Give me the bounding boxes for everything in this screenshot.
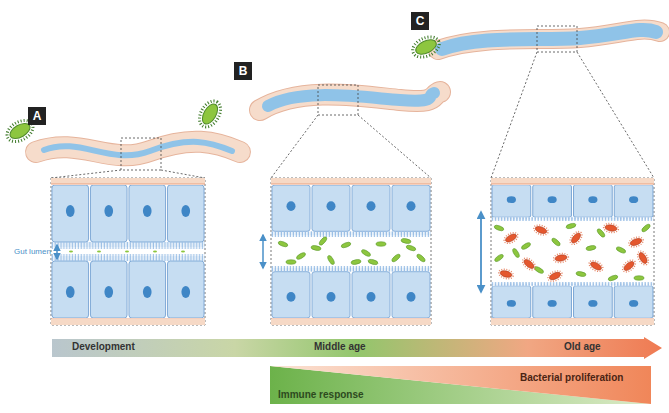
gut-inset-a xyxy=(51,178,205,325)
gut-lumen-label: Gut lumen xyxy=(14,247,51,256)
worm-c xyxy=(438,30,660,50)
panel-letter-text: C xyxy=(416,14,425,28)
gut-inset-c xyxy=(491,178,654,325)
wedge-shape xyxy=(270,366,651,404)
lumen-width-arrow xyxy=(262,235,264,268)
bacterial-proliferation-wedge: Bacterial proliferation xyxy=(270,366,651,404)
zoom-lines xyxy=(51,26,654,178)
bacterium xyxy=(195,97,225,130)
bacterium xyxy=(410,33,443,61)
node-text: Middle age xyxy=(314,341,366,352)
lumen-width-arrow xyxy=(56,245,58,259)
worm-b xyxy=(260,92,440,110)
panel-letter: C xyxy=(411,12,429,30)
node-text: Bacterial proliferation xyxy=(520,372,623,383)
node-text: Old age xyxy=(564,341,601,352)
panel-letter-text: A xyxy=(33,109,42,123)
gut-inset-b xyxy=(271,178,431,325)
panel-letter: B xyxy=(234,62,252,80)
panel-letter-text: B xyxy=(239,64,248,78)
lumen-width-arrow xyxy=(480,212,482,292)
node-text: Development xyxy=(72,341,135,352)
timeline-arrow: Development Middle age Old age xyxy=(52,337,662,359)
node-text: Immune response xyxy=(278,389,364,400)
worm-a xyxy=(36,142,240,156)
panel-letter: A xyxy=(28,107,46,125)
